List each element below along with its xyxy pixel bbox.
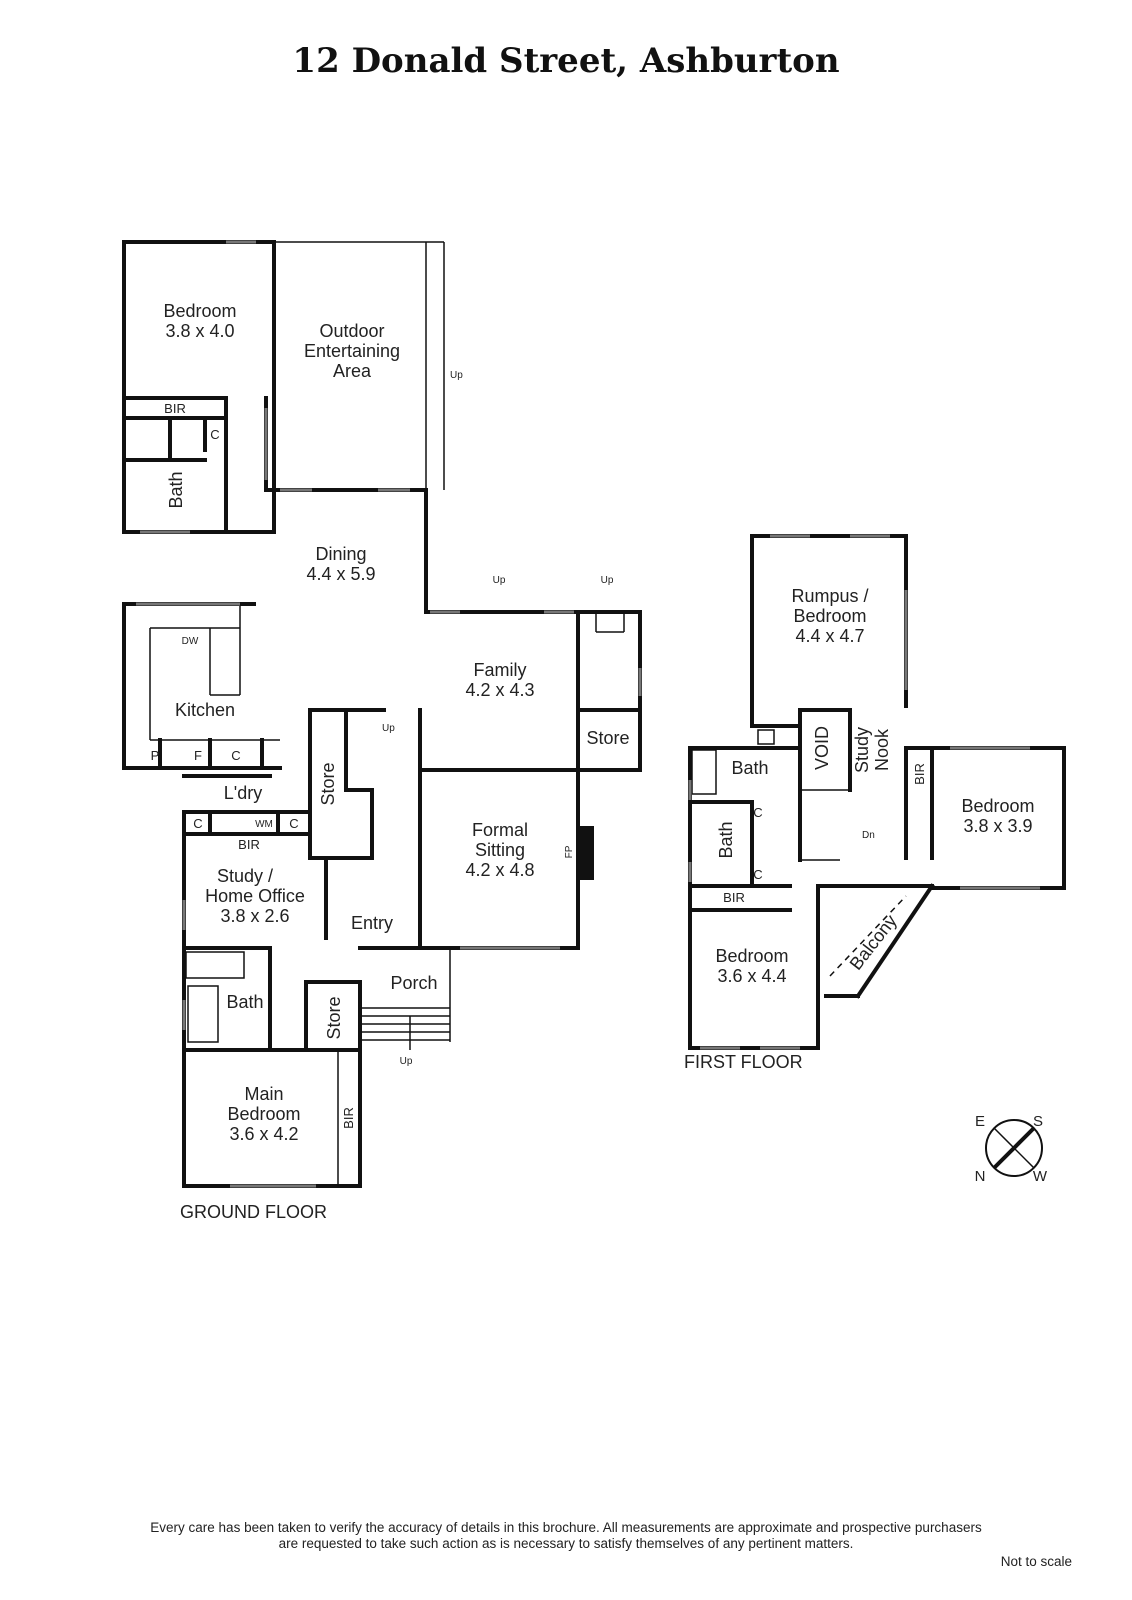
study-line1: Study /	[217, 866, 273, 886]
family-name: Family	[474, 660, 527, 680]
entry-label: Entry	[351, 913, 393, 933]
laundry-closet-2: C	[289, 816, 298, 831]
bedroom-left-name: Bedroom	[715, 946, 788, 966]
family-size: 4.2 x 4.3	[465, 680, 534, 700]
compass-s: S	[1033, 1113, 1043, 1130]
rumpus-size: 4.4 x 4.7	[795, 626, 864, 646]
fridge-label: F	[194, 748, 202, 763]
first-closet-2: C	[753, 867, 762, 882]
pantry-label: P	[151, 748, 160, 763]
first-bath2-label: Bath	[716, 821, 736, 858]
bath1-label: Bath	[166, 471, 186, 508]
formal-line2: Sitting	[475, 840, 525, 860]
outdoor-line2: Entertaining	[304, 341, 400, 361]
store1-label: Store	[586, 728, 629, 748]
first-floor-walls	[688, 534, 1066, 1050]
first-floor-labels: Rumpus / Bedroom 4.4 x 4.7 Bath VOID Stu…	[684, 586, 1035, 1072]
plan-title: 12 Donald Street, Ashburton	[292, 41, 839, 81]
rumpus-line2: Bedroom	[793, 606, 866, 626]
disclaimer: Every care has been taken to verify the …	[150, 1520, 1072, 1569]
compass-w: W	[1033, 1168, 1048, 1185]
family-up-label: Up	[493, 575, 506, 586]
fireplace-label: FP	[564, 845, 575, 858]
porch-label: Porch	[390, 973, 437, 993]
study-nook-line1: Study	[852, 727, 872, 773]
void-label: VOID	[812, 726, 832, 770]
main-bedroom-size: 3.6 x 4.2	[229, 1124, 298, 1144]
bir-label-2: BIR	[238, 837, 260, 852]
study-line2: Home Office	[205, 886, 305, 906]
formal-line1: Formal	[472, 820, 528, 840]
main-bedroom-line2: Bedroom	[227, 1104, 300, 1124]
study-nook-line2: Nook	[872, 728, 892, 771]
first-bir-left: BIR	[723, 890, 745, 905]
closet-label-1: C	[210, 427, 219, 442]
formal-size: 4.2 x 4.8	[465, 860, 534, 880]
kitchen-closet-label: C	[231, 748, 240, 763]
bath2-label: Bath	[226, 992, 263, 1012]
bir-label-1: BIR	[164, 401, 186, 416]
ground-floor-label: GROUND FLOOR	[180, 1202, 327, 1222]
porch-up-label: Up	[400, 1056, 413, 1067]
bedroom-right-name: Bedroom	[961, 796, 1034, 816]
bir-label-3: BIR	[341, 1107, 356, 1129]
kitchen-name: Kitchen	[175, 700, 235, 720]
stair-up-label: Up	[382, 723, 395, 734]
outdoor-up-label: Up	[450, 370, 463, 381]
first-floor-label: FIRST FLOOR	[684, 1052, 803, 1072]
disclaimer-line1: Every care has been taken to verify the …	[150, 1520, 982, 1535]
store2-label: Store	[318, 762, 338, 805]
outdoor-line3: Area	[333, 361, 372, 381]
disclaimer-line2: are requested to take such action as is …	[279, 1536, 854, 1551]
bedroom-right-size: 3.8 x 3.9	[963, 816, 1032, 836]
bedroom-size: 3.8 x 4.0	[165, 321, 234, 341]
first-bath-label: Bath	[731, 758, 768, 778]
bedroom-left-size: 3.6 x 4.4	[717, 966, 786, 986]
washing-machine-label: WM	[255, 819, 273, 830]
compass-e: E	[975, 1113, 985, 1130]
bedroom-name: Bedroom	[163, 301, 236, 321]
dining-size: 4.4 x 5.9	[306, 564, 375, 584]
store3-label: Store	[324, 996, 344, 1039]
outdoor-line1: Outdoor	[319, 321, 384, 341]
stair-down-label: Dn	[862, 830, 875, 841]
laundry-name: L'dry	[224, 783, 262, 803]
dining-name: Dining	[315, 544, 366, 564]
main-bedroom-line1: Main	[244, 1084, 283, 1104]
compass-n: N	[975, 1168, 986, 1185]
laundry-closet-1: C	[193, 816, 202, 831]
dishwasher-label: DW	[182, 636, 199, 647]
ground-floor-labels: Bedroom 3.8 x 4.0 Outdoor Entertaining A…	[151, 301, 630, 1222]
rumpus-line1: Rumpus /	[791, 586, 868, 606]
first-bir-right: BIR	[912, 763, 927, 785]
not-to-scale: Not to scale	[1001, 1554, 1072, 1569]
store-up-label: Up	[601, 575, 614, 586]
first-closet-1: C	[753, 805, 762, 820]
compass-icon: E S N W	[975, 1113, 1048, 1185]
ground-floor-walls	[122, 240, 642, 1188]
study-size: 3.8 x 2.6	[220, 906, 289, 926]
